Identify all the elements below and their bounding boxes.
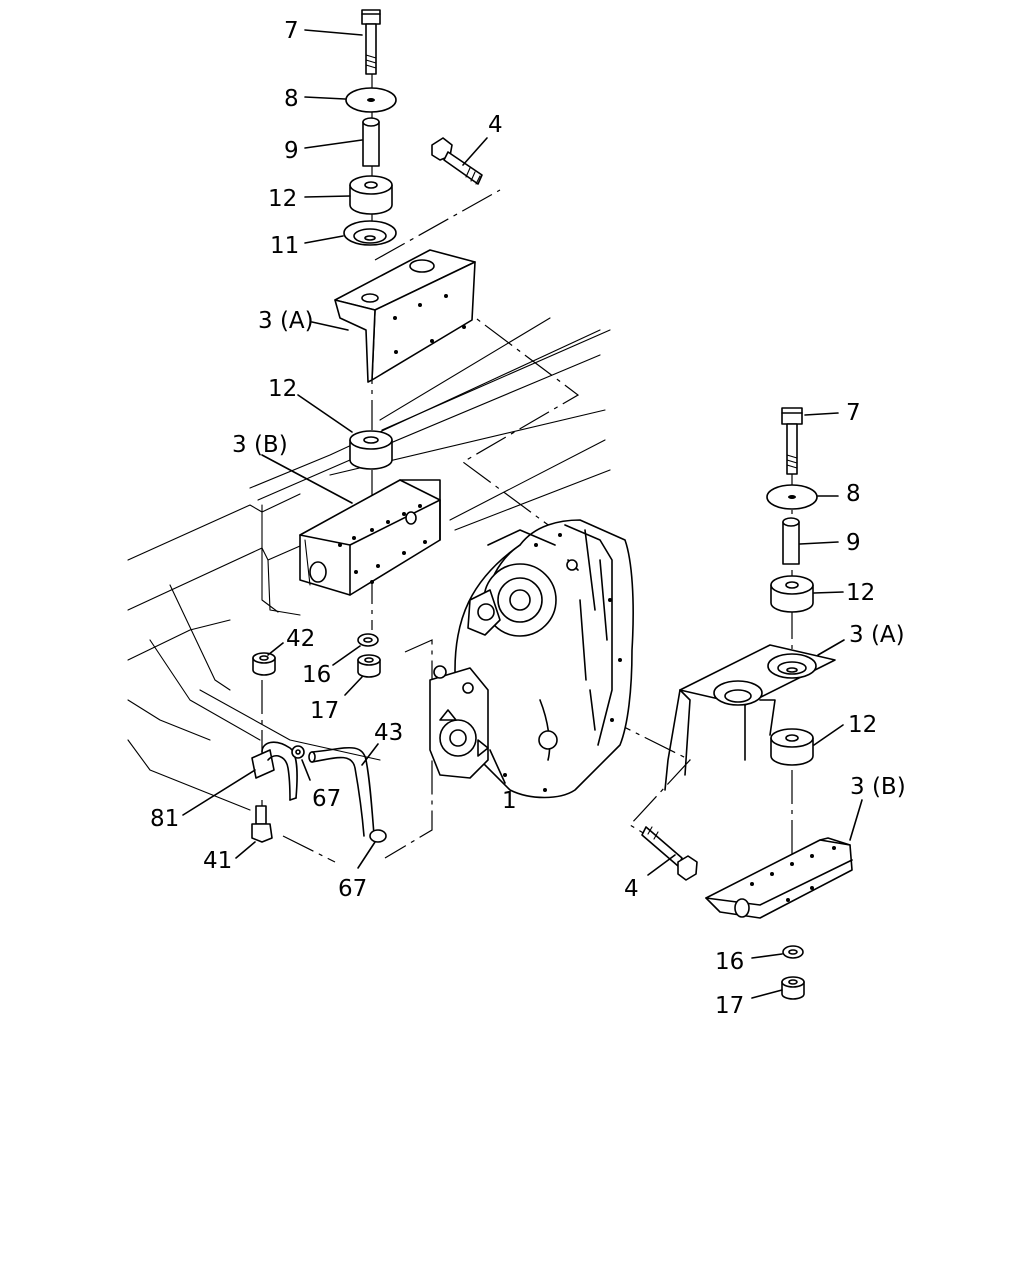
washer-8-upper: [345, 87, 397, 113]
nut-17-left: [357, 654, 381, 678]
label-1: 1: [502, 788, 517, 814]
label-9-right: 9: [846, 530, 861, 556]
label-16-right: 16: [715, 949, 744, 975]
bracket-3a-upper: [334, 249, 476, 383]
label-17-left: 17: [310, 698, 339, 724]
nut-42: [252, 652, 276, 676]
label-11: 11: [270, 233, 299, 259]
sleeve-9-right: [782, 517, 800, 565]
sleeve-9-upper: [362, 117, 380, 167]
bolt-7-right: [781, 407, 803, 475]
label-12-right-lower: 12: [848, 712, 877, 738]
cushion-12-upper: [349, 175, 393, 215]
clamp-67-lower: [369, 829, 387, 843]
label-12-mid-left: 12: [268, 376, 297, 402]
bracket-3b-left: [299, 479, 441, 596]
label-16-left: 16: [302, 662, 331, 688]
bolt-4-upper: [431, 137, 483, 185]
label-67-upper: 67: [312, 786, 341, 812]
label-3b-left: 3 (B): [232, 432, 288, 458]
label-7-top: 7: [284, 18, 299, 44]
label-67-lower: 67: [338, 876, 367, 902]
label-17-right: 17: [715, 993, 744, 1019]
bracket-81: [251, 741, 298, 801]
clamp-67-upper: [291, 745, 305, 759]
cushion-12-right-upper: [770, 575, 814, 613]
label-12-right-upper: 12: [846, 580, 875, 606]
leader-lines: [182, 29, 863, 999]
bracket-3a-right: [664, 644, 836, 791]
label-3b-right: 3 (B): [850, 774, 906, 800]
label-4-right: 4: [624, 876, 639, 902]
frame-rails: [127, 317, 611, 811]
label-8-top: 8: [284, 86, 299, 112]
washer-16-right: [782, 945, 804, 959]
nut-17-right: [781, 976, 805, 1000]
label-4-top: 4: [488, 112, 503, 138]
bracket-3b-right: [705, 837, 853, 919]
bolt-7-upper: [361, 9, 381, 75]
callout-labels: 7 8 9 12 11 4 3 (A) 12 3 (B) 42 16 17 43…: [150, 18, 906, 1019]
bolt-4-right: [641, 826, 698, 881]
bolt-41: [251, 805, 273, 843]
label-8-right: 8: [846, 481, 861, 507]
label-81: 81: [150, 806, 179, 832]
label-3a-left: 3 (A): [258, 308, 314, 334]
cushion-12-mid-left: [349, 430, 393, 470]
washer-8-right: [766, 484, 818, 510]
label-41: 41: [203, 848, 232, 874]
label-3a-right: 3 (A): [849, 622, 905, 648]
transfer-case-1: [429, 519, 634, 799]
washer-16-left: [357, 633, 379, 647]
label-42: 42: [286, 626, 315, 652]
cushion-12-right-lower: [770, 728, 814, 766]
label-9-top: 9: [284, 138, 299, 164]
retainer-11: [343, 220, 397, 246]
label-7-right: 7: [846, 400, 861, 426]
label-12-top: 12: [268, 186, 297, 212]
label-43: 43: [374, 720, 403, 746]
